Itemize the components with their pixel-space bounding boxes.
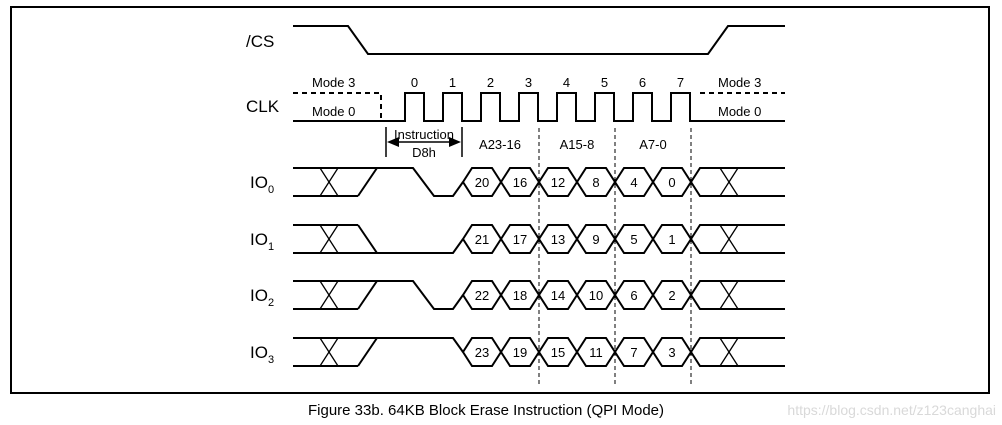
cs-label: /CS — [246, 32, 274, 51]
io-instruction-waveform — [357, 280, 464, 310]
io-cross-line — [719, 167, 739, 197]
io-cross-line — [319, 167, 339, 197]
io-bit-label: 21 — [475, 232, 489, 247]
clk-mode3-left: Mode 3 — [312, 75, 355, 90]
io-bit-label: 15 — [551, 345, 565, 360]
io-bit-label: 0 — [668, 175, 675, 190]
io-post-top — [690, 167, 785, 183]
io2-label: IO2 — [250, 286, 274, 309]
clk-cycle-label: 4 — [563, 75, 570, 90]
clk-label: CLK — [246, 97, 280, 116]
instruction-value: D8h — [412, 145, 436, 160]
io-instruction-waveform — [357, 224, 464, 254]
io-bit-label: 19 — [513, 345, 527, 360]
io2-row: IO2 22 18 14 10 6 2 — [250, 280, 785, 310]
io-post-top — [690, 224, 785, 240]
io-instruction-waveform — [357, 337, 464, 367]
io-bit-label: 13 — [551, 232, 565, 247]
clk-cycle-label: 2 — [487, 75, 494, 90]
clk-mode0-right: Mode 0 — [718, 104, 761, 119]
io-bit-label: 20 — [475, 175, 489, 190]
io-bit-label: 23 — [475, 345, 489, 360]
io-bit-label: 8 — [592, 175, 599, 190]
io-post-bottom — [690, 238, 785, 254]
io-cross-line — [719, 280, 739, 310]
clk-cycle-label: 0 — [411, 75, 418, 90]
io-cross-line — [319, 337, 339, 367]
arrow-left-icon — [387, 137, 399, 147]
io1-row: IO1 21 17 13 9 5 1 — [250, 224, 785, 254]
clk-waveform — [293, 92, 785, 122]
io-bit-label: 7 — [630, 345, 637, 360]
io-post-top — [690, 337, 785, 353]
io-post-bottom — [690, 351, 785, 367]
io3-label: IO3 — [250, 343, 274, 366]
io3-row: IO3 23 19 15 11 7 3 — [250, 337, 785, 367]
instruction-label: Instruction — [394, 127, 454, 142]
io-bit-label: 16 — [513, 175, 527, 190]
io0-label: IO0 — [250, 173, 274, 196]
io-bit-label: 18 — [513, 288, 527, 303]
io-bit-label: 17 — [513, 232, 527, 247]
clk-cycle-label: 6 — [639, 75, 646, 90]
io-post-top — [690, 280, 785, 296]
io-instruction-waveform — [357, 167, 464, 197]
watermark: https://blog.csdn.net/z123canghai — [787, 402, 996, 418]
io-post-bottom — [690, 181, 785, 197]
cs-waveform — [293, 25, 785, 55]
clk-cycle-label: 7 — [677, 75, 684, 90]
io-cross-line — [719, 224, 739, 254]
io-bit-label: 22 — [475, 288, 489, 303]
io-bit-label: 11 — [589, 345, 603, 360]
io-cross-line — [719, 337, 739, 367]
io-bit-label: 12 — [551, 175, 565, 190]
io-bit-label: 4 — [630, 175, 637, 190]
clk-cycle-label: 5 — [601, 75, 608, 90]
figure-caption: Figure 33b. 64KB Block Erase Instruction… — [0, 402, 1002, 419]
io-bit-label: 5 — [630, 232, 637, 247]
arrow-right-icon — [449, 137, 461, 147]
address-group-a7-0: A7-0 — [639, 137, 666, 152]
caption-text: Figure 33b. 64KB Block Erase Instruction… — [308, 402, 664, 419]
io-bit-label: 10 — [589, 288, 603, 303]
clk-cycle-label: 3 — [525, 75, 532, 90]
clk-cycle-label: 1 — [449, 75, 456, 90]
io-bit-label: 3 — [668, 345, 675, 360]
io-bit-label: 2 — [668, 288, 675, 303]
clk-mode3-dashed-left — [293, 92, 382, 121]
io-cross-line — [319, 224, 339, 254]
io-bit-label: 9 — [592, 232, 599, 247]
io-bit-label: 1 — [668, 232, 675, 247]
clk-mode0-left: Mode 0 — [312, 104, 355, 119]
io0-row: IO0 20 16 12 8 4 0 — [250, 167, 785, 197]
address-group-a15-8: A15-8 — [560, 137, 595, 152]
io-bit-label: 6 — [630, 288, 637, 303]
clk-mode3-right: Mode 3 — [718, 75, 761, 90]
io-post-bottom — [690, 294, 785, 310]
address-group-a23-16: A23-16 — [479, 137, 521, 152]
io1-label: IO1 — [250, 230, 274, 253]
io-cross-line — [319, 280, 339, 310]
figure-frame — [10, 6, 990, 394]
io-bit-label: 14 — [551, 288, 565, 303]
